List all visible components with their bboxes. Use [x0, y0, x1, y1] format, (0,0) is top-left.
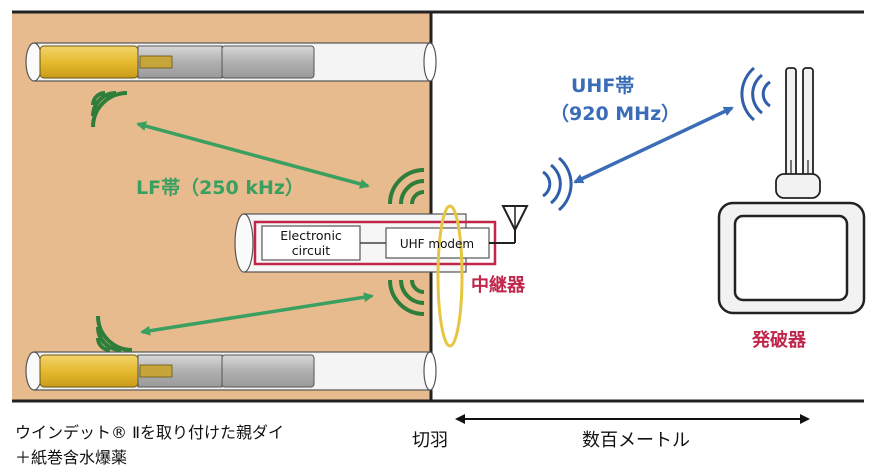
borehole-lower — [25, 351, 437, 391]
blaster-device — [717, 67, 866, 315]
lf-band-label: LF帯（250 kHz） — [136, 176, 304, 199]
explosive-upper-2 — [221, 45, 315, 79]
signal-icon-repeater-lower — [388, 279, 425, 316]
blaster-label: 発破器 — [751, 329, 807, 351]
signal-icon-upper-detonator — [91, 91, 128, 128]
electronic-circuit-box — [261, 225, 361, 261]
signal-icon-lower-detonator — [96, 315, 133, 352]
signal-icon-blaster-uhf — [740, 66, 771, 122]
signal-icon-repeater-uhf — [542, 156, 573, 212]
rock-face-label: 切羽 — [412, 430, 448, 451]
uhf-frequency-label: （920 MHz） — [550, 102, 680, 125]
detonator-lower — [39, 354, 139, 388]
uhf-arrow — [573, 106, 734, 184]
explosive-lower-2 — [221, 354, 315, 388]
repeater-antenna — [501, 205, 529, 243]
electronic-circuit-label-line1: Electronic — [280, 228, 342, 243]
signal-icon-repeater-upper — [388, 168, 425, 205]
uhf-band-label: UHF帯 — [571, 74, 634, 97]
lf-arrow-upper — [136, 121, 370, 189]
electronic-circuit-label-line2: circuit — [292, 243, 330, 258]
detonator-upper — [39, 45, 139, 79]
repeater-label: 中継器 — [471, 274, 526, 296]
lf-arrow-lower — [140, 292, 374, 336]
uhf-modem-label: UHF modem — [400, 237, 474, 251]
detonator-caption-line1: ウインデット® Ⅱを取り付けた親ダイ — [15, 423, 284, 442]
borehole-upper — [25, 42, 437, 82]
borehole-middle — [234, 213, 515, 273]
detonator-caption-line2: ＋紙巻含水爆薬 — [15, 448, 127, 467]
distance-label: 数百メートル — [582, 430, 690, 451]
face-ring — [436, 204, 464, 348]
